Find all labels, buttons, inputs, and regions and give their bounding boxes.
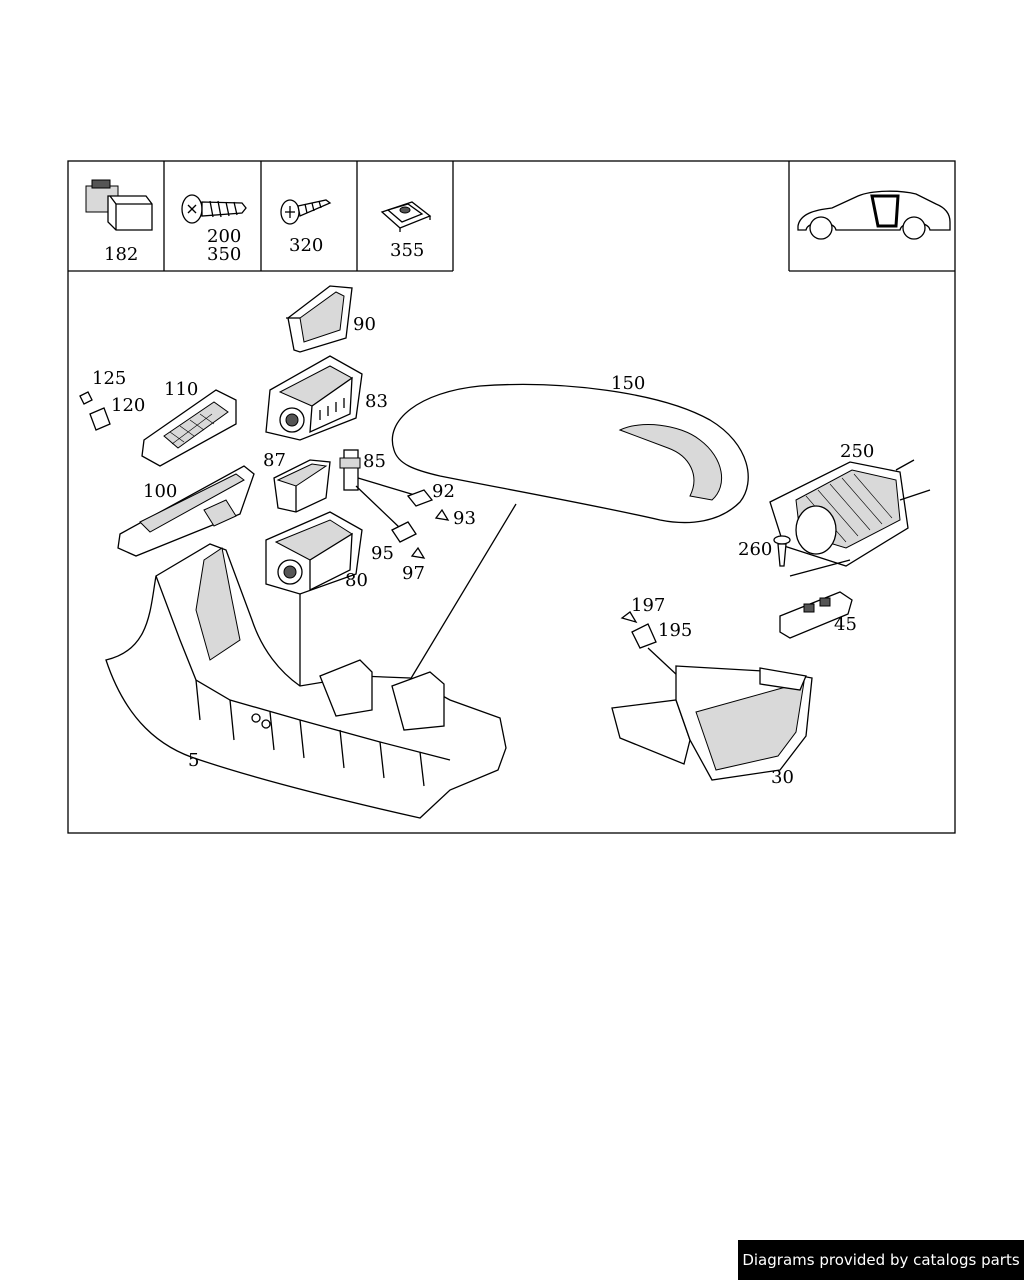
callout-350: 350: [207, 244, 241, 265]
callout-250: 250: [840, 441, 874, 462]
clip-182-icon: [85, 179, 153, 231]
callout-125: 125: [92, 368, 126, 389]
switch-panel-45: [779, 591, 853, 639]
clip-95: [391, 521, 417, 543]
car-side-outline-icon: [797, 190, 951, 240]
callout-95: 95: [371, 543, 394, 564]
vent-grille-110: [141, 389, 237, 467]
clip-93: [434, 508, 450, 521]
cupholder-80: [265, 511, 363, 690]
callout-90: 90: [353, 314, 376, 335]
clip-92: [406, 489, 434, 507]
callout-45: 45: [834, 614, 857, 635]
callout-195: 195: [658, 620, 692, 641]
callout-110: 110: [164, 379, 198, 400]
callout-100: 100: [143, 481, 177, 502]
callout-93: 93: [453, 508, 476, 529]
console-body-5: [105, 543, 507, 819]
clip-nut-355-icon: [380, 201, 432, 232]
callout-30: 30: [771, 767, 794, 788]
tray-100: [117, 465, 255, 557]
callout-97: 97: [402, 563, 425, 584]
callout-83: 83: [365, 391, 388, 412]
clip-197: [620, 611, 638, 624]
screw-320-icon: [280, 199, 332, 225]
box-87: [273, 459, 331, 513]
connector-85: [339, 449, 419, 529]
callout-197: 197: [631, 595, 665, 616]
diagram-frame: [67, 160, 956, 834]
callout-320: 320: [289, 235, 323, 256]
tray-90: [286, 285, 353, 353]
clip-97: [410, 546, 426, 559]
pin-125: [79, 391, 93, 405]
rear-console-30: [611, 665, 813, 781]
rear-vent-250: [769, 459, 931, 577]
callout-182: 182: [104, 244, 138, 265]
cupholder-83: [265, 355, 363, 441]
callout-80: 80: [345, 570, 368, 591]
callout-355: 355: [390, 240, 424, 261]
callout-260: 260: [738, 539, 772, 560]
callout-5: 5: [188, 750, 199, 771]
callout-85: 85: [363, 451, 386, 472]
washer-screw-200-icon: [181, 194, 247, 224]
callout-87: 87: [263, 450, 286, 471]
bracket-195: [631, 623, 679, 677]
callout-200: 200: [207, 226, 241, 247]
callout-92: 92: [432, 481, 455, 502]
screw-260: [773, 535, 791, 567]
armrest-lid-150: [391, 383, 749, 681]
watermark-banner: Diagrams provided by catalogs parts: [738, 1240, 1024, 1280]
callout-120: 120: [111, 395, 145, 416]
callout-150: 150: [611, 373, 645, 394]
bracket-120: [89, 407, 111, 431]
